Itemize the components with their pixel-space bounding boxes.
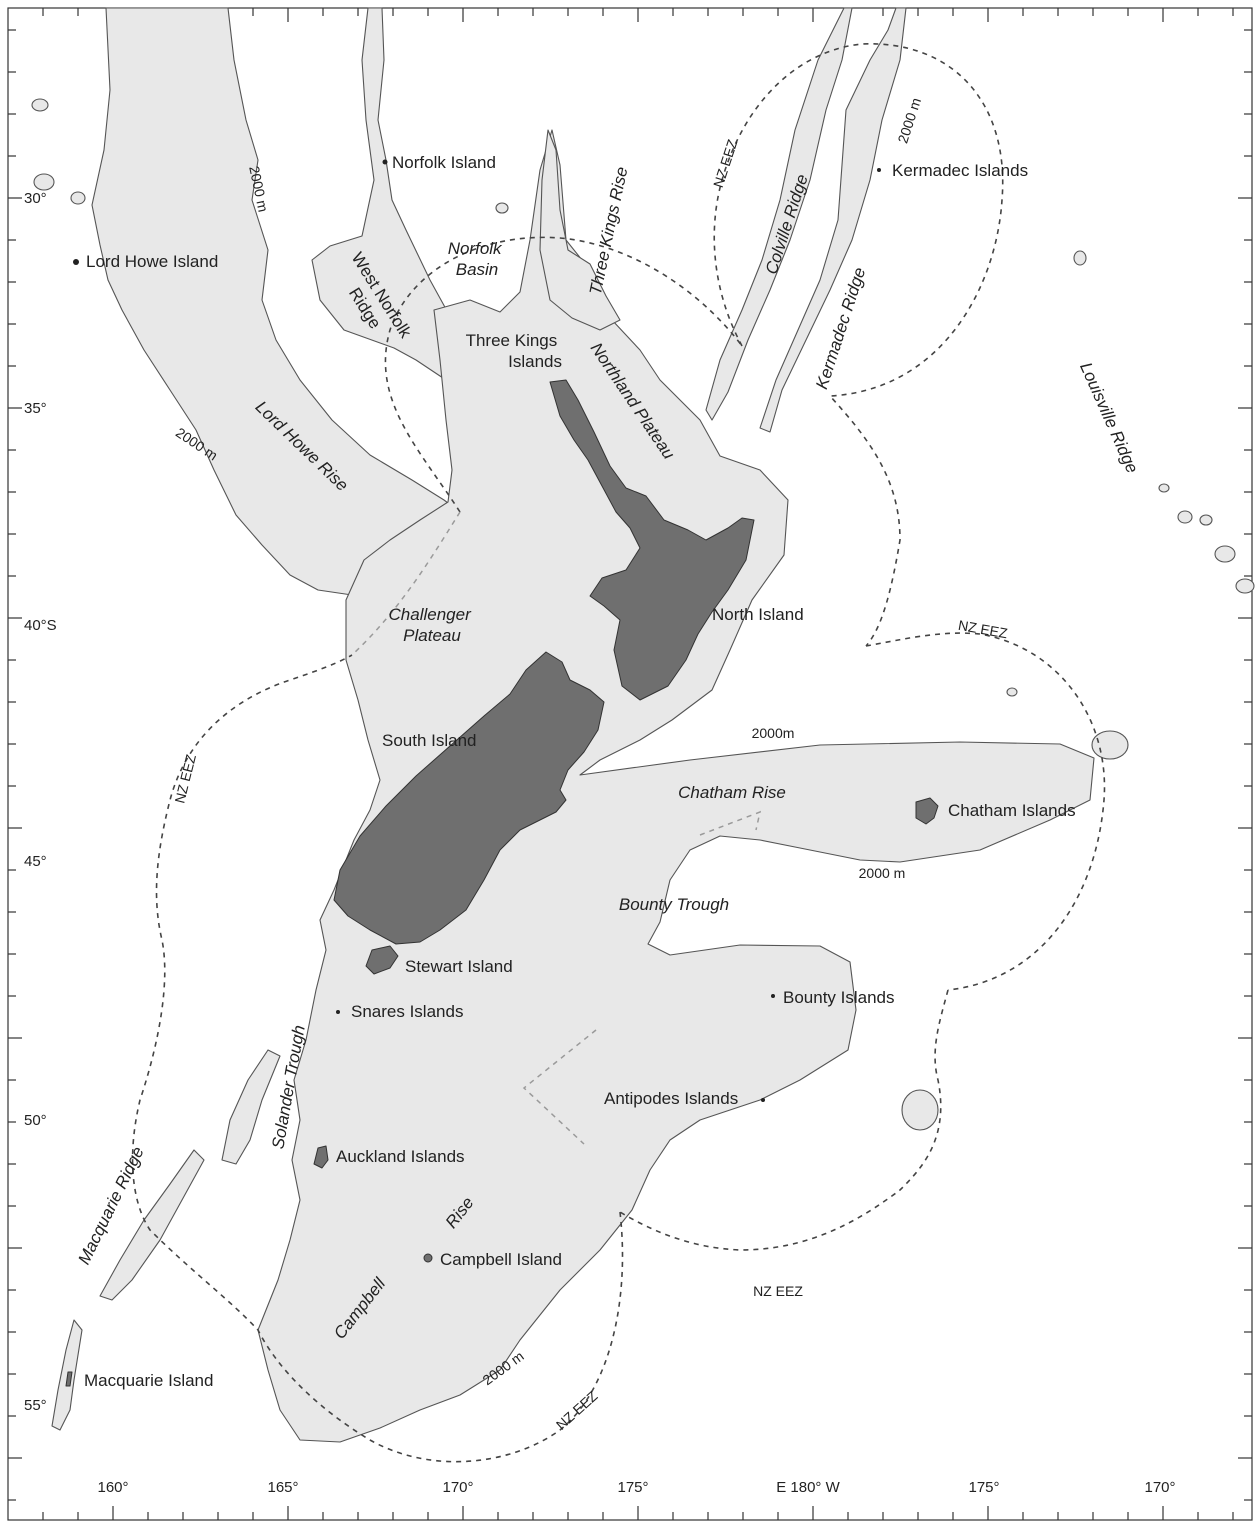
label-eez-south-east: NZ EEZ [753,1283,803,1299]
seamount-6 [70,191,86,205]
graticule-ticks [8,8,1252,1520]
seamount-5 [33,173,55,191]
label-south-island: South Island [382,731,477,750]
label-snares-islands: Snares Islands [351,1002,463,1021]
label-chatham-rise: Chatham Rise [678,783,786,802]
macquarie-island-land [65,1371,73,1387]
longitude-labels: 160° 165° 170° 175° E 180° W 175° 170° [97,1479,1175,1496]
shelf-chatham-east [1091,730,1129,760]
label-louisville-ridge: Louisville Ridge [1076,360,1142,477]
lon-label-170: 170° [442,1479,473,1496]
eez-north [384,43,1106,1251]
lon-label-180: E 180° W [776,1479,840,1496]
lat-label-45: 45° [24,853,47,870]
lon-label-165: 165° [267,1479,298,1496]
shelf-three-kings-rise [539,129,621,331]
lord-howe-island-dot [73,259,79,265]
map-frame [7,7,1253,1521]
seamount-2 [1235,578,1255,594]
seamount-8 [1006,687,1018,697]
label-campbell-island: Campbell Island [440,1250,562,1269]
label-lord-howe-island: Lord Howe Island [86,252,218,271]
label-macquarie-island: Macquarie Island [84,1371,213,1390]
shelf-colville-ridge [705,7,853,421]
island-labels: Norfolk Island Lord Howe Island Three Ki… [84,153,1076,1390]
label-norfolk-island: Norfolk Island [392,153,496,172]
label-auckland-islands: Auckland Islands [336,1147,465,1166]
north-island [549,379,755,701]
label-challenger-plateau: Challenger Plateau [389,605,476,645]
label-norfolk-basin: Norfolk Basin [448,239,507,279]
seamount-7 [31,98,49,112]
campbell-island-land [423,1253,433,1263]
label-three-kings-line2: Islands [508,352,562,371]
shelf-solander-ridge [221,1049,281,1165]
label-three-kings-rise: Three Kings Rise [586,165,632,296]
label-norfolk-basin-line1: Norfolk [448,239,503,258]
label-bounty-trough: Bounty Trough [619,895,729,914]
shelf-kermadec-ridge [759,7,907,433]
seamount-9 [495,202,509,214]
label-stewart-island: Stewart Island [405,957,513,976]
eez-south [131,654,624,1463]
lon-label-170w: 170° [1144,1479,1175,1496]
shelf-areas [31,7,1255,1443]
shelf-macquarie-ridge-south [51,1319,83,1431]
eez-boundaries [131,43,1106,1463]
label-depth-chatham-south: 2000 m [859,865,906,881]
seamount-east [901,1089,939,1131]
label-kermadec-islands: Kermadec Islands [892,161,1028,180]
seamount-1 [1214,545,1236,563]
label-eez-west: NZ EEZ [171,752,199,805]
lat-label-50: 50° [24,1112,47,1129]
label-chatham-islands: Chatham Islands [948,801,1076,820]
lat-label-55: 55° [24,1397,47,1414]
seamount-11 [1199,514,1213,526]
label-eez-south: NZ EEZ [553,1387,601,1432]
seamount-4 [1073,250,1087,266]
lon-label-160: 160° [97,1479,128,1496]
auckland-island [313,1145,329,1169]
label-norfolk-basin-line2: Basin [456,260,499,279]
chatham-island [915,797,939,825]
lon-label-175w: 175° [968,1479,999,1496]
label-three-kings-islands: Three Kings Islands [466,331,562,371]
kermadec-islands-dot [877,168,881,172]
bounty-islands-dot [771,994,775,998]
lat-label-40: 40°S [24,617,57,634]
lon-label-175: 175° [617,1479,648,1496]
seamount-3 [1177,510,1193,524]
label-antipodes-islands: Antipodes Islands [604,1089,738,1108]
label-eez-north: NZ EEZ [710,137,741,190]
lat-label-30: 30° [24,190,47,207]
norfolk-island-dot [382,159,388,165]
shelf-macquarie-ridge-north [99,1149,205,1301]
label-eez-east: NZ EEZ [957,617,1009,641]
label-bounty-islands: Bounty Islands [783,988,895,1007]
antipodes-islands-dot [761,1098,765,1102]
label-depth-kermadec: 2000 m [894,96,924,145]
label-north-island: North Island [712,605,804,624]
lat-label-35: 35° [24,400,47,417]
island-dots [73,159,881,1102]
shelf-zealandia [257,129,1095,1443]
label-challenger-line2: Plateau [403,626,461,645]
label-challenger-line1: Challenger [389,605,473,624]
eez-internal-chatham [699,810,762,836]
stewart-island [365,945,399,975]
south-island [333,651,605,945]
eez-internal-south [522,1029,597,1145]
snares-islands-dot [336,1010,340,1014]
land-areas [65,379,939,1387]
label-three-kings-line1: Three Kings [466,331,558,350]
latitude-labels: 30° 35° 40°S 45° 50° 55° [24,190,57,1414]
label-depth-chatham-north: 2000m [752,725,795,741]
seamount-10 [1158,483,1170,493]
eez-internal-west [351,511,461,656]
